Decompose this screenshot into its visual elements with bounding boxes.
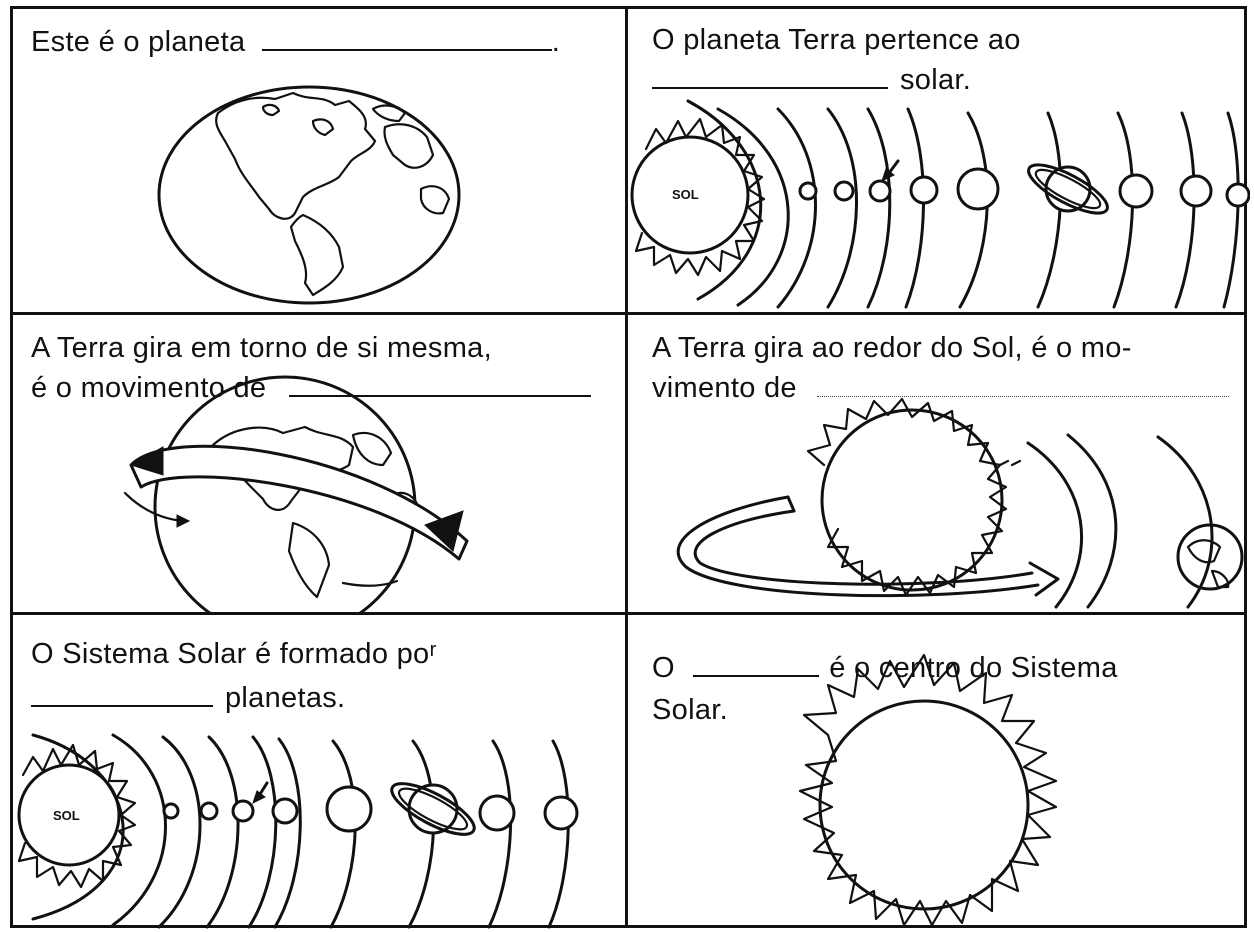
panel-planet-count: O Sistema Solar é formado poʳ planetas. … — [13, 615, 625, 931]
panel-planet-count-line2: planetas. — [31, 679, 345, 717]
rotation-prompt-cont: é o movimento de — [31, 372, 267, 404]
revolution-prompt: A Terra gira ao redor do Sol, é o mo- — [652, 332, 1132, 364]
panel-rotation-line1: A Terra gira em torno de si mesma, — [31, 329, 492, 367]
revolution-prompt-cont: vimento de — [652, 372, 797, 404]
panel-rotation-line2: é o movimento de — [31, 369, 591, 407]
planet-prompt-end: . — [551, 26, 561, 58]
answer-blank[interactable] — [693, 675, 820, 677]
row-divider-1 — [13, 312, 1244, 315]
panel-solar-system-line2: solar. — [652, 61, 971, 99]
sun-illustration — [798, 653, 1058, 927]
panel-sun-center-line1: O é o centro do Sistema — [652, 649, 1118, 687]
planet-count-prompt: O Sistema Solar é formado poʳ — [31, 638, 437, 670]
revolution-illustration — [676, 397, 1244, 609]
row-divider-2 — [13, 612, 1244, 615]
sun-center-prompt-end: Solar. — [652, 694, 728, 726]
earth-illustration — [157, 85, 461, 305]
panel-sun-center: O é o centro do Sistema Solar. — [628, 615, 1250, 931]
planet-count-prompt-end: planetas. — [225, 682, 346, 714]
panel-revolution: A Terra gira ao redor do Sol, é o mo- vi… — [628, 315, 1250, 612]
sun-label: SOL — [53, 808, 80, 823]
planet-prompt: Este é o planeta — [31, 26, 246, 58]
sun-label: SOL — [672, 187, 699, 202]
panel-rotation: A Terra gira em torno de si mesma, é o m… — [13, 315, 625, 612]
answer-blank[interactable] — [31, 705, 213, 707]
panel-solar-system: O planeta Terra pertence ao solar. SOL — [628, 9, 1250, 312]
panel-revolution-line2: vimento de — [652, 369, 1230, 407]
answer-blank[interactable] — [261, 49, 552, 51]
rotation-illustration — [123, 375, 469, 612]
panel-solar-system-line1: O planeta Terra pertence ao — [652, 21, 1232, 59]
answer-blank[interactable] — [817, 396, 1230, 397]
panel-planet: Este é o planeta . — [13, 9, 625, 312]
worksheet: Este é o planeta . O planeta Terra perte… — [10, 6, 1250, 931]
solar-system-illustration-2: SOL — [17, 733, 579, 929]
sun-icon — [806, 397, 1008, 597]
column-divider — [625, 9, 628, 925]
sun-center-prompt: é o centro do Sistema — [829, 652, 1118, 684]
solar-system-prompt: O planeta Terra pertence ao — [652, 24, 1021, 56]
panel-planet-text: Este é o planeta . — [31, 23, 560, 61]
rotation-prompt: A Terra gira em torno de si mesma, — [31, 332, 492, 364]
answer-blank[interactable] — [288, 395, 591, 397]
solar-system-illustration: SOL — [630, 99, 1250, 309]
sun-center-prompt-start: O — [652, 652, 675, 684]
sun-icon: SOL — [17, 743, 137, 889]
sun-icon — [798, 653, 1058, 927]
panel-revolution-line1: A Terra gira ao redor do Sol, é o mo- — [652, 329, 1132, 367]
answer-blank[interactable] — [652, 87, 888, 89]
sun-icon: SOL — [630, 117, 766, 277]
solar-system-prompt-end: solar. — [900, 64, 972, 96]
panel-sun-center-line2: Solar. — [652, 691, 728, 729]
panel-planet-count-line1: O Sistema Solar é formado poʳ — [31, 635, 437, 673]
